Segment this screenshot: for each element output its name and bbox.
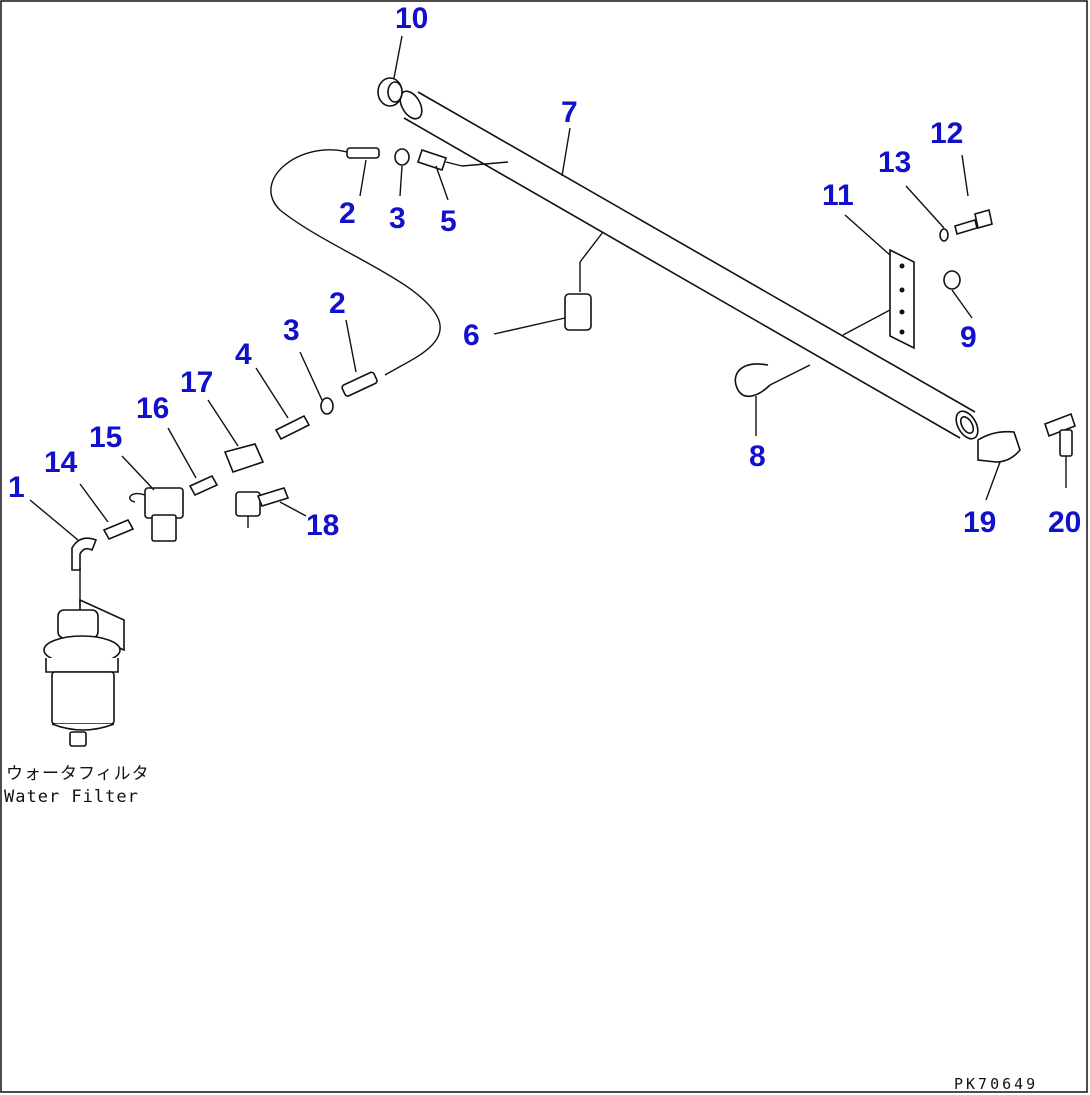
valve-part-18 [235, 487, 290, 528]
water-filter [43, 568, 125, 747]
part-label-14: 14 [44, 446, 78, 479]
part-label-13: 13 [878, 146, 911, 179]
part-label-17: 17 [180, 366, 213, 399]
part-label-19: 19 [963, 506, 996, 539]
sleeve-part-2-top [346, 147, 380, 159]
clamp-part-3-top [394, 148, 410, 166]
fitting-part-7 [564, 231, 604, 331]
sleeve-part-2-bottom [341, 371, 378, 397]
part-label-3-top: 3 [389, 202, 406, 235]
part-label-15: 15 [89, 421, 122, 454]
elbow-part-1 [71, 537, 98, 571]
main-tube-part-6 [399, 90, 979, 440]
tee-part-17 [223, 443, 265, 473]
elbow-hose-part-19 [977, 430, 1021, 463]
wire-harness [270, 149, 441, 376]
part-label-5: 5 [440, 205, 457, 238]
part-label-3-bottom: 3 [283, 314, 300, 347]
nut-part-10 [943, 270, 961, 290]
bolt-part-12 [954, 208, 993, 236]
part-label-7: 6 [463, 319, 480, 352]
washer-part-13 [939, 228, 949, 242]
fitting-part-14 [102, 518, 135, 541]
caption-japanese: ウォータフィルタ [6, 764, 150, 784]
part-label-16: 16 [136, 392, 169, 425]
part-label-4: 4 [235, 338, 252, 371]
part-label-11: 11 [822, 179, 854, 212]
drawing-code: PK70649 [954, 1075, 1038, 1093]
clamp-part-3-bottom [320, 397, 334, 415]
part-label-12: 12 [930, 117, 963, 150]
part-label-2-bottom: 2 [329, 287, 346, 320]
hook-part-9 [734, 363, 811, 398]
fitting-part-16 [188, 474, 219, 497]
sensor-part-15 [129, 487, 184, 542]
leader-lines [29, 35, 1001, 541]
part-label-9: 8 [749, 440, 766, 473]
caption-english: Water Filter [4, 787, 139, 807]
part-label-8: 10 [395, 2, 428, 35]
connector-part-5 [416, 148, 509, 172]
part-label-1: 1 [8, 471, 25, 504]
part-label-2-top: 2 [339, 197, 356, 230]
part-label-6: 7 [561, 96, 578, 129]
part-label-10: 9 [960, 321, 977, 354]
fitting-part-20 [1043, 412, 1077, 488]
plate-part-11 [842, 248, 915, 350]
cap-part-8 [377, 77, 403, 107]
part-label-18: 18 [306, 509, 339, 542]
part-label-20: 20 [1048, 506, 1081, 539]
fitting-part-4 [274, 414, 311, 441]
